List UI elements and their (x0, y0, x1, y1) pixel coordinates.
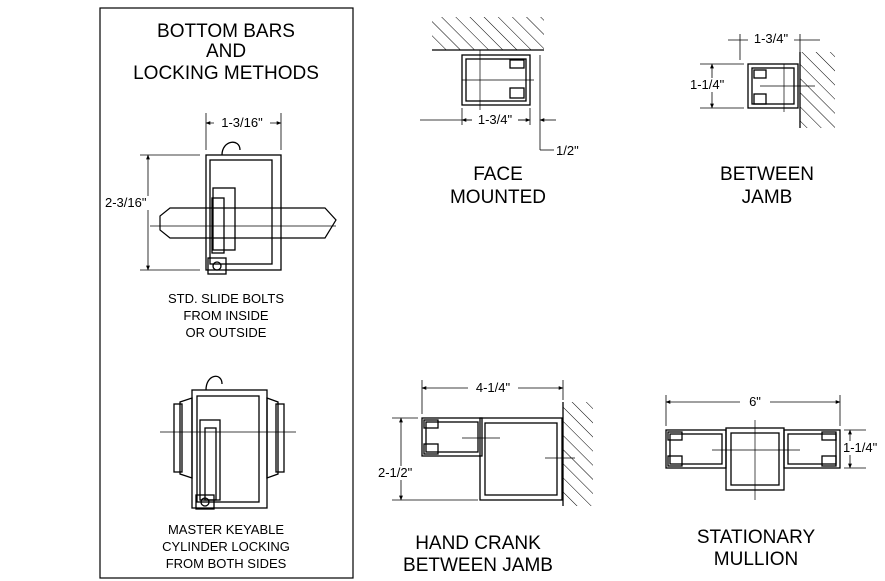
face-mounted-detail: 1-3/4" 1/2" FACE MOUNTED (420, 17, 579, 208)
panel-title-line-3: LOCKING METHODS (133, 63, 319, 84)
panel-title-line-2: AND (206, 41, 246, 62)
cylinder-caption-3: FROM BOTH SIDES (166, 556, 287, 571)
between-jamb-width-dim: 1-3/4" (754, 31, 789, 46)
slide-bolt-width-dim: 1-3/16" (221, 115, 263, 130)
face-mounted-caption-2: MOUNTED (450, 187, 546, 208)
mullion-height-dim: 1-1/4" (843, 440, 878, 455)
panel-border (99, 7, 354, 579)
cylinder-caption-2: CYLINDER LOCKING (162, 539, 290, 554)
hand-crank-width-dim: 4-1/4" (476, 380, 511, 395)
hand-crank-height-dim: 2-1/2" (378, 465, 413, 480)
slide-bolt-caption-2: FROM INSIDE (183, 308, 269, 323)
slide-bolt-caption-3: OR OUTSIDE (186, 325, 267, 340)
slide-bolt-height-dim: 2-3/16" (105, 195, 147, 210)
mullion-width-dim: 6" (749, 394, 761, 409)
hand-crank-caption-1: HAND CRANK (415, 533, 541, 554)
cylinder-lock-detail (160, 375, 296, 510)
between-jamb-detail: 1-3/4" 1-1/4" BETWEEN JAMB (690, 31, 835, 208)
face-mounted-offset-dim: 1/2" (556, 143, 579, 158)
face-mounted-caption-1: FACE (473, 164, 523, 185)
between-jamb-caption-2: JAMB (742, 187, 793, 208)
cylinder-caption-1: MASTER KEYABLE (168, 522, 284, 537)
face-mounted-width-dim: 1-3/4" (478, 112, 513, 127)
stationary-mullion-detail: 6" 1-1/4" STATIONARY MULLION (665, 394, 885, 570)
mullion-caption-2: MULLION (714, 549, 798, 570)
hand-crank-caption-2: BETWEEN JAMB (403, 555, 553, 576)
left-panel: BOTTOM BARS AND LOCKING METHODS 1-3/16" … (99, 7, 354, 579)
between-jamb-height-dim: 1-1/4" (690, 77, 725, 92)
slide-bolt-detail (140, 113, 337, 275)
slide-bolt-caption-1: STD. SLIDE BOLTS (168, 291, 284, 306)
between-jamb-caption-1: BETWEEN (720, 164, 814, 185)
panel-title-line-1: BOTTOM BARS (157, 21, 295, 42)
mullion-caption-1: STATIONARY (697, 527, 816, 548)
hand-crank-detail: 4-1/4" 2-1/2" HAND CRANK BETWEEN JAMB (377, 380, 593, 576)
